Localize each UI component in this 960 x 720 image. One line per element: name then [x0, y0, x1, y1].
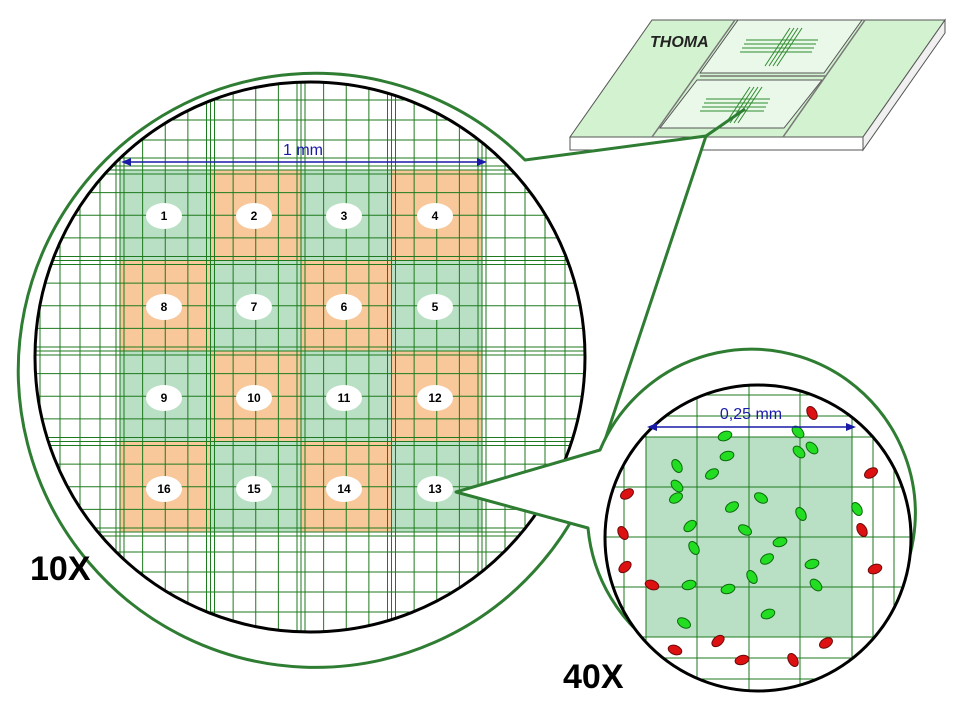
green-cell — [792, 445, 806, 459]
square-number: 3 — [341, 209, 348, 223]
green-cell — [804, 558, 820, 570]
green-cell — [681, 579, 697, 591]
square-number-badge — [236, 476, 272, 502]
green-cell — [760, 553, 774, 565]
square-number-badge — [417, 294, 453, 320]
square-number: 1 — [161, 209, 168, 223]
square-number-badge — [146, 385, 182, 411]
brand-label: THOMA — [650, 34, 709, 51]
square-number: 15 — [247, 482, 261, 496]
magnifier-40x: 0,25 mm — [454, 347, 917, 693]
scale-bar-1mm — [121, 158, 487, 166]
green-cell — [669, 492, 683, 504]
square-number-badge — [417, 476, 453, 502]
green-cell — [677, 617, 691, 629]
square-number: 11 — [338, 391, 351, 405]
square-number-badge — [326, 294, 362, 320]
magnification-label-10x: 10X — [30, 550, 91, 588]
green-cell — [725, 501, 739, 513]
square-number-badge — [326, 476, 362, 502]
blood-cells — [617, 406, 883, 667]
square-number: 14 — [337, 482, 351, 496]
green-cell — [671, 459, 683, 473]
square-number: 16 — [157, 482, 171, 496]
green-cell — [772, 536, 788, 548]
counting-chamber-upper — [699, 19, 863, 74]
green-cell — [719, 450, 735, 462]
red-cell — [734, 654, 750, 666]
square-number: 6 — [341, 300, 348, 314]
green-cell — [683, 519, 697, 533]
red-cell — [856, 523, 868, 537]
square-number-badge — [146, 476, 182, 502]
thoma-slide: THOMA — [569, 18, 946, 152]
green-cell — [754, 492, 768, 504]
counting-chamber-lower — [658, 79, 824, 129]
green-cell — [717, 430, 733, 442]
green-cell — [720, 583, 736, 595]
green-cell — [670, 479, 684, 493]
scale-bar-025mm — [647, 423, 856, 431]
square-number: 7 — [251, 300, 258, 314]
lens-40x-rim — [603, 383, 913, 693]
leader-line — [705, 107, 746, 138]
magnification-label-40x: 40X — [563, 658, 624, 696]
lens-10x-rim — [33, 80, 587, 634]
red-cell — [618, 560, 632, 574]
square-number-badge — [146, 203, 182, 229]
red-cell — [864, 467, 878, 479]
square-number: 2 — [251, 209, 258, 223]
red-cell — [644, 579, 660, 591]
green-cell — [760, 608, 776, 620]
green-cell — [851, 502, 863, 516]
square-number: 10 — [247, 391, 261, 405]
green-cell — [809, 578, 823, 592]
square-number-badge — [146, 294, 182, 320]
red-cell — [667, 644, 683, 656]
square-number: 5 — [432, 300, 439, 314]
red-cell — [867, 563, 883, 575]
red-cell — [617, 526, 629, 540]
square-number: 9 — [161, 391, 168, 405]
red-cell — [711, 634, 725, 648]
red-cell — [620, 488, 634, 500]
square-number-badge — [417, 203, 453, 229]
green-cell — [688, 541, 700, 555]
green-cell — [805, 441, 819, 455]
square-number: 4 — [432, 209, 439, 223]
square-number-badge — [326, 203, 362, 229]
red-cell — [806, 406, 818, 420]
square-number: 12 — [428, 391, 442, 405]
square-number-badge — [236, 203, 272, 229]
mini-grid-upper — [740, 27, 818, 67]
red-cell — [819, 637, 833, 649]
square-number-badge — [417, 385, 453, 411]
scale-label-1mm: 1 mm — [283, 142, 323, 159]
green-cell — [795, 507, 807, 521]
square-number-badge — [326, 385, 362, 411]
red-cell — [787, 653, 799, 667]
square-number: 13 — [428, 482, 442, 496]
square-number-badge — [236, 385, 272, 411]
square-number-badge — [236, 294, 272, 320]
green-cell — [746, 570, 758, 584]
green-cell — [738, 524, 752, 536]
square-number: 8 — [161, 300, 168, 314]
scale-label-025mm: 0,25 mm — [720, 406, 782, 423]
green-cell — [705, 468, 719, 480]
